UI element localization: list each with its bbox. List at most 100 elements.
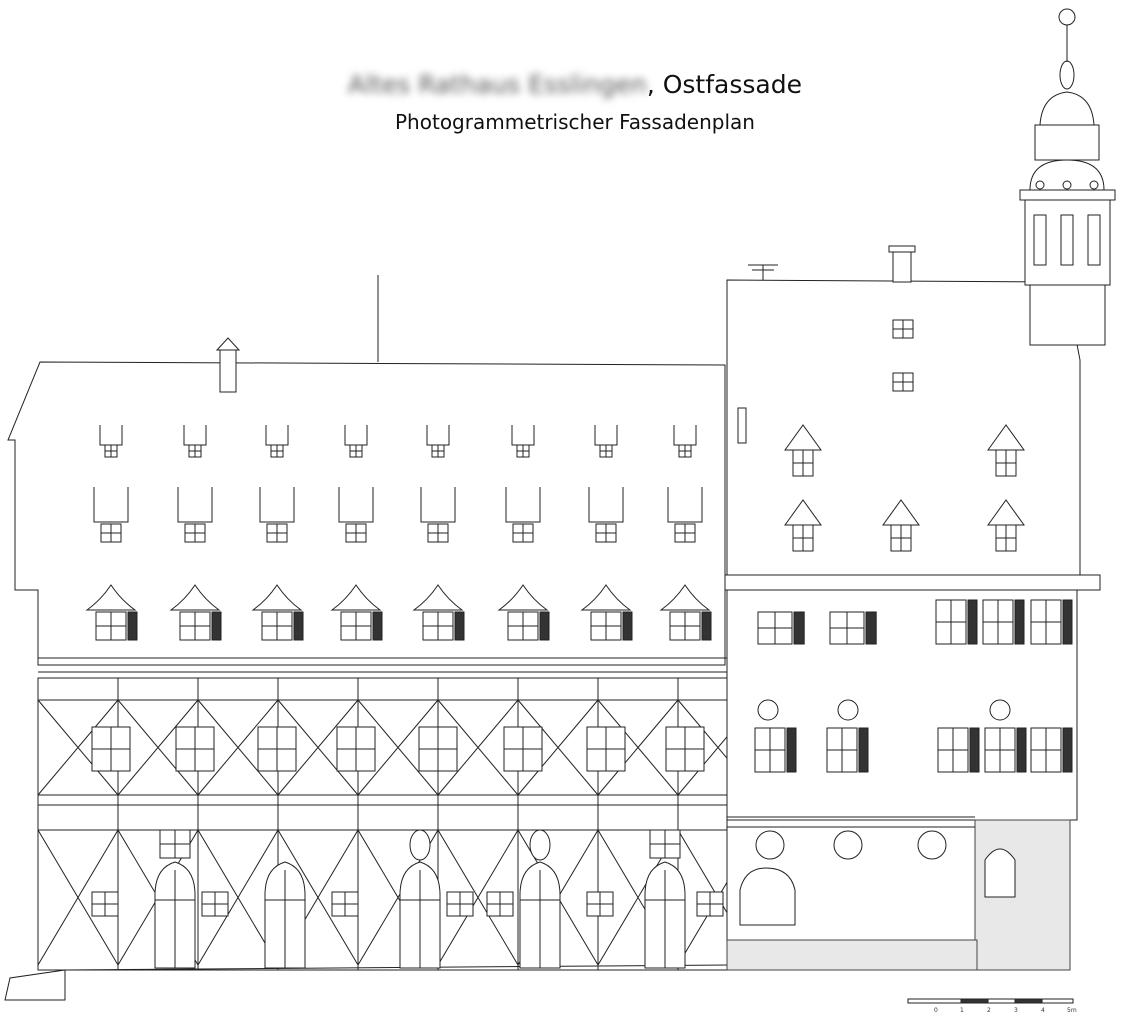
timber-brace	[197, 699, 279, 796]
dormer-window	[179, 611, 222, 641]
dormer-outline	[99, 425, 123, 446]
window	[1030, 599, 1073, 645]
arched-door	[264, 861, 306, 969]
dormer-outline	[93, 487, 129, 523]
turret-opening	[1087, 214, 1101, 266]
shutter	[454, 611, 465, 641]
oval-window	[529, 829, 551, 861]
dormer-window	[340, 611, 383, 641]
roof-hatch	[892, 319, 914, 339]
small-dormer	[99, 425, 123, 446]
dormer-window	[674, 523, 696, 543]
facade-window	[257, 726, 297, 772]
turret-opening	[1033, 214, 1047, 266]
dormer-window	[599, 444, 613, 458]
dormer-outline	[344, 425, 368, 446]
facade-window	[201, 891, 229, 917]
chimney-right	[748, 245, 916, 283]
facade-window	[175, 726, 215, 772]
dormer-outline	[505, 487, 541, 523]
round-window	[755, 830, 785, 860]
facade-window	[446, 891, 474, 917]
roof-turret	[1019, 8, 1116, 346]
arched-window	[984, 848, 1016, 898]
scale-label: 2	[987, 1007, 991, 1014]
facade-window	[649, 829, 681, 859]
facade-window	[696, 891, 724, 917]
facade-window	[586, 726, 626, 772]
dormer-gable	[85, 584, 137, 611]
window	[982, 599, 1025, 645]
facade-window	[91, 726, 131, 772]
dormer-window	[270, 444, 284, 458]
shutter	[622, 611, 633, 641]
dormer-window	[507, 611, 550, 641]
dormer-gable	[169, 584, 221, 611]
roof-hatch	[892, 372, 914, 392]
timber-brace	[597, 699, 679, 796]
dormer-window	[345, 523, 367, 543]
dormer-outline	[511, 425, 535, 446]
chimney-left	[215, 337, 241, 393]
building-name-blurred: Altes Rathaus Esslingen	[348, 70, 647, 99]
shutter	[1016, 727, 1027, 773]
facade-window	[665, 726, 705, 772]
dormer-window	[792, 449, 814, 477]
window	[757, 611, 805, 645]
dormer-window	[104, 444, 118, 458]
dormer-window	[678, 444, 692, 458]
facade-window	[159, 829, 191, 859]
dormer-outline	[667, 487, 703, 523]
shutter	[1062, 727, 1073, 773]
scale-label: 4	[1041, 1007, 1045, 1014]
facade-window	[336, 726, 376, 772]
dormer-window	[100, 523, 122, 543]
window	[829, 611, 877, 645]
shutter	[969, 727, 980, 773]
dormer-gable	[251, 584, 303, 611]
dormer-window	[431, 444, 445, 458]
shutter	[786, 727, 797, 773]
small-dormer	[183, 425, 207, 446]
oval-window	[409, 829, 431, 861]
shutter	[1062, 599, 1073, 645]
dormer-window	[995, 524, 1017, 552]
dormer-window	[427, 523, 449, 543]
scale-label: 3	[1014, 1007, 1018, 1014]
window	[1030, 727, 1073, 773]
round-window	[757, 699, 779, 721]
small-dormer	[265, 425, 289, 446]
shutter	[858, 727, 869, 773]
dormer-window	[422, 611, 465, 641]
dormer-window	[995, 449, 1017, 477]
dormer-outline	[259, 487, 295, 523]
drawing-title: Altes Rathaus Esslingen, Ostfassade	[0, 70, 1124, 99]
facade-window	[331, 891, 359, 917]
dormer-outline	[594, 425, 618, 446]
round-window	[833, 830, 863, 860]
round-window	[989, 699, 1011, 721]
dormer-outline	[420, 487, 456, 523]
shutter	[293, 611, 304, 641]
dormer-window	[590, 611, 633, 641]
facade-window	[486, 891, 514, 917]
small-dormer	[594, 425, 618, 446]
round-window	[837, 699, 859, 721]
timber-brace	[197, 829, 279, 966]
timber-brace	[517, 699, 599, 796]
window	[935, 599, 978, 645]
arched-door	[644, 861, 686, 969]
scale-label: 0	[934, 1007, 938, 1014]
round-window	[917, 830, 947, 860]
timber-brace	[277, 699, 359, 796]
dormer-window	[95, 611, 138, 641]
dormer-window	[669, 611, 712, 641]
dormer-window	[184, 523, 206, 543]
finial	[1062, 180, 1072, 190]
scale-label: 1	[960, 1007, 964, 1014]
dormer-outline	[588, 487, 624, 523]
dormer-window	[512, 523, 534, 543]
small-dormer	[426, 425, 450, 446]
shutter	[701, 611, 712, 641]
